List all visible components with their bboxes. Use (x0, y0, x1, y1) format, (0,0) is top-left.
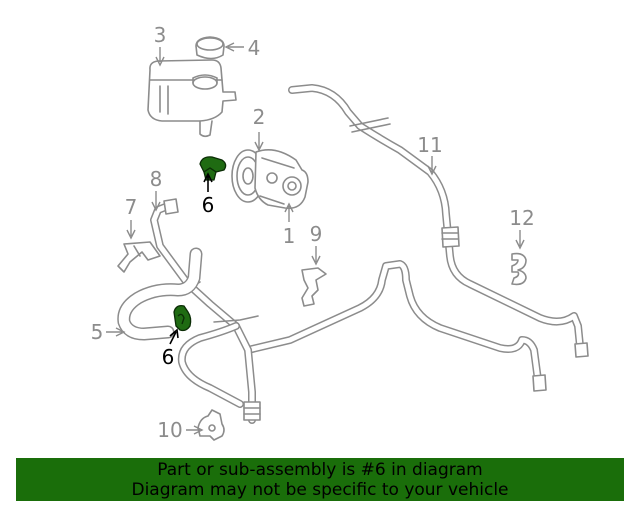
banner-line-part: Part or sub-assembly is #6 in diagram (157, 460, 483, 480)
callout-2: 2 (253, 105, 266, 129)
callout-1: 1 (283, 224, 296, 248)
hose-clip (511, 252, 527, 286)
return-hose (117, 247, 203, 341)
callout-8: 8 (150, 167, 163, 191)
callout-6-lower: 6 (162, 345, 175, 369)
reservoir-cap (195, 36, 225, 60)
banner-line-disclaimer: Diagram may not be specific to your vehi… (131, 480, 509, 500)
bracket (117, 241, 161, 273)
callout-labels: 3 4 2 1 8 7 5 9 11 12 10 6 6 (91, 23, 535, 442)
callout-3: 3 (154, 23, 167, 47)
callout-6-upper: 6 (202, 193, 215, 217)
return-tube-loop (177, 322, 244, 408)
reservoir (147, 59, 237, 138)
callout-5: 5 (91, 320, 104, 344)
callout-7: 7 (125, 195, 138, 219)
clamp-upper-highlighted (199, 156, 227, 181)
callout-9: 9 (310, 222, 323, 246)
callout-11: 11 (417, 133, 442, 157)
return-line (288, 84, 589, 358)
callout-12: 12 (509, 206, 534, 230)
pump-assembly (231, 149, 309, 210)
pressure-line-lower (244, 260, 547, 392)
callout-4: 4 (248, 36, 261, 60)
part-info-banner: Part or sub-assembly is #6 in diagram Di… (16, 458, 624, 501)
mount-bracket (197, 409, 225, 441)
leader-lines (106, 42, 525, 435)
callout-10: 10 (157, 418, 182, 442)
clamp-lower-highlighted (173, 304, 192, 332)
clip (301, 267, 327, 307)
